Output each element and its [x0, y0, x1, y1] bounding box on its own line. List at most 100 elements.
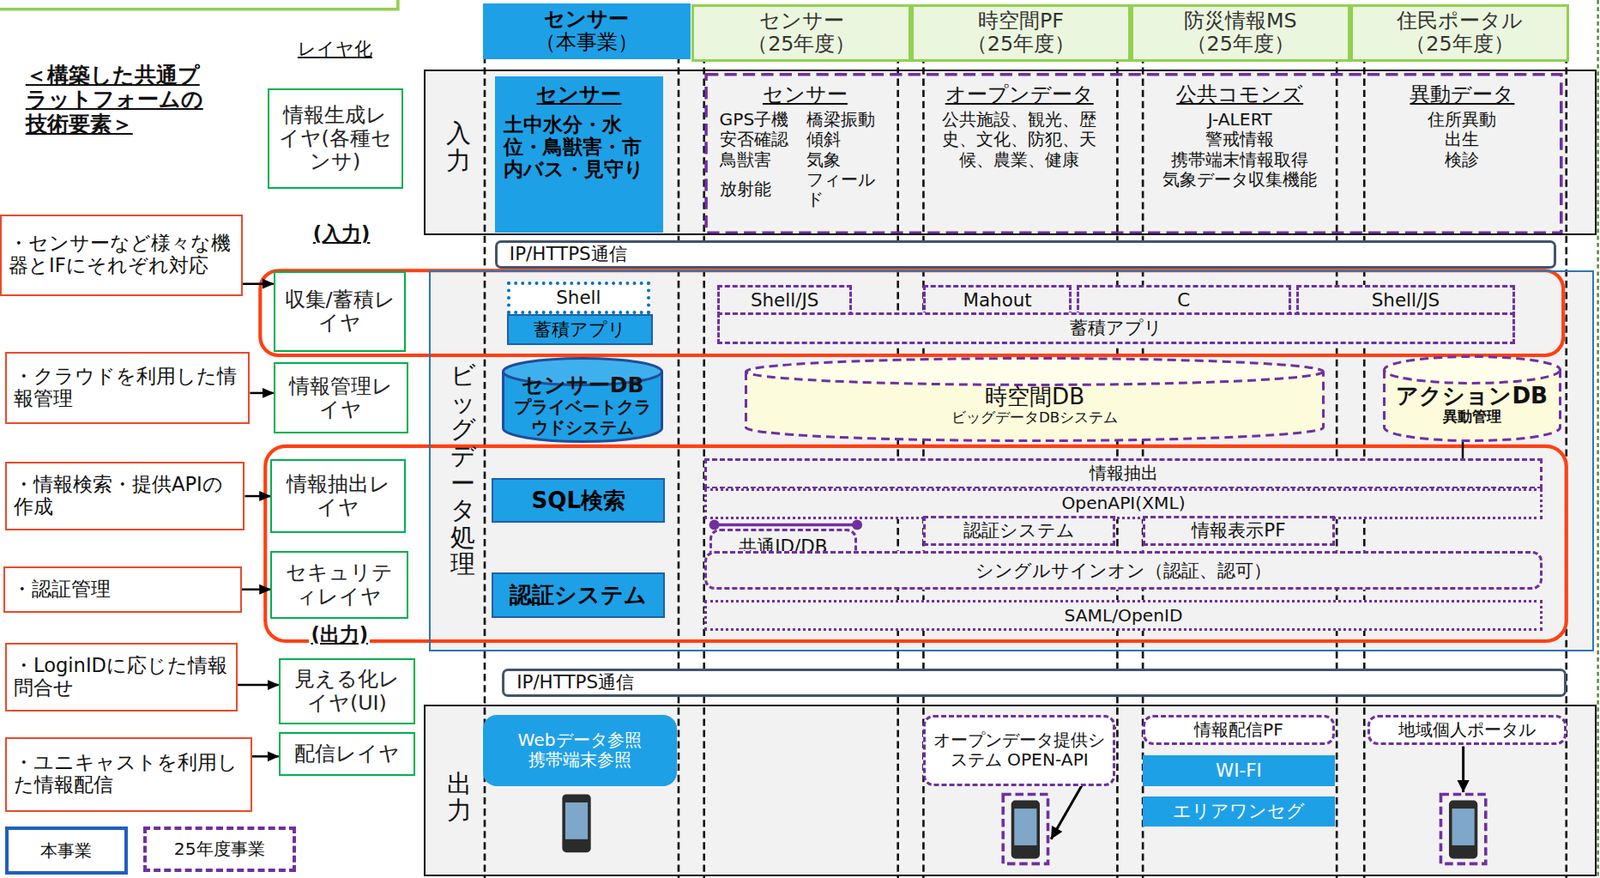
function-box: 情報表示PF — [1142, 515, 1335, 547]
protocol-bar: IP/HTTPS通信 — [501, 668, 1567, 697]
box-text: C — [1177, 289, 1190, 312]
box-text: 地域個人ポータル — [1398, 719, 1536, 740]
phone-screen — [565, 802, 588, 840]
input-group: 異動データ住所異動出生検診 — [1367, 79, 1558, 231]
callout-arrow — [237, 683, 279, 687]
output-box: エリアワンセグ — [1142, 796, 1335, 828]
layer-box: 収集/蓄積レイヤ — [273, 271, 407, 352]
link-bar — [714, 523, 858, 527]
box-text: エリアワンセグ — [1172, 800, 1305, 822]
box-subtext: 鳥獣害 — [719, 150, 772, 170]
box-text: アクションDB — [1395, 382, 1548, 409]
box-text: 見える化レイヤ(UI) — [285, 667, 409, 715]
callout-box: ・LoginIDに応じた情報問合せ — [5, 642, 238, 712]
layer-box: セキュリティレイヤ — [270, 550, 409, 619]
layer-box: 情報管理レイヤ — [273, 362, 409, 434]
protocol-bar: IP/HTTPS通信 — [495, 240, 1557, 269]
box-text: 情報配信PF — [1194, 719, 1284, 740]
layer-box: 見える化レイヤ(UI) — [278, 658, 416, 725]
box-text: シングルサインオン（認証、認可） — [975, 560, 1272, 582]
callout-arrow — [241, 588, 271, 592]
processing-band: ビッグデータ処理Shell蓄積アプリShell/JSMahoutCShell/J… — [428, 270, 1594, 652]
box-text: センサー — [762, 83, 848, 107]
box-text: OpenAPI(XML) — [1061, 493, 1185, 514]
output-box: Webデータ参照 携帯端末参照 — [483, 714, 677, 786]
box-text: 蓄積アプリ — [1069, 317, 1163, 339]
delivery-arrow — [1461, 746, 1465, 793]
phone-icon — [1011, 800, 1040, 859]
box-subtext: 放射能 — [719, 179, 772, 200]
box-subtext: プライベートクラウドシステム — [507, 397, 659, 438]
database-cylinder: アクションDB異動管理 — [1382, 355, 1562, 442]
box-subtext: 住所異動 — [1427, 109, 1497, 130]
callout-arrow — [242, 282, 274, 285]
column-header: 住民ポータル（25年度） — [1350, 4, 1570, 62]
box-subtext: フィールド — [806, 169, 891, 211]
box-text: 時空間PF — [978, 9, 1064, 33]
legend-text: 25年度事業 — [174, 839, 266, 859]
box-text: 防災情報MS — [1183, 9, 1298, 33]
box-text: 異動データ — [1409, 83, 1515, 107]
cut-panel — [0, 0, 399, 10]
callout-arrow — [249, 392, 273, 395]
output-band: 出力Webデータ参照 携帯端末参照 オープンデータ提供システム OPEN-API 情… — [423, 704, 1598, 876]
box-text: 配信レイヤ — [294, 742, 400, 766]
box-subtext: （25年度） — [747, 32, 856, 56]
layer-label: (入力) — [311, 223, 373, 246]
box-text: センサー — [536, 83, 622, 107]
database-cylinder: 時空間DBビッグデータDBシステム — [744, 356, 1325, 442]
box-text: Shell/JS — [750, 289, 819, 312]
output-box: 情報配信PF — [1142, 714, 1335, 746]
box-subtext: ビッグデータDBシステム — [951, 409, 1118, 426]
output-box: WI-FI — [1142, 754, 1335, 786]
callout-box: ・センサーなど様々な機器とIFにそれぞれ対応 — [0, 214, 243, 296]
input-group: 公共コモンズJ-ALERT警戒情報携帯端末情報取得気象データ収集機能 — [1145, 79, 1335, 231]
phone-icon — [1449, 800, 1478, 859]
cylinder-top — [746, 358, 1324, 386]
box-text: IP/HTTPS通信 — [509, 243, 628, 266]
function-box: SAML/OpenID — [704, 599, 1544, 631]
callout-box: ・認証管理 — [3, 566, 242, 613]
box-subtext: 警戒情報 — [1205, 129, 1274, 150]
callout-box: ・ユニキャストを利用した情報配信 — [5, 736, 253, 812]
box-text: Shell — [555, 287, 601, 309]
box-text: WI-FI — [1215, 760, 1262, 782]
column-header: 防災情報MS（25年度） — [1130, 4, 1351, 62]
band-label: 入力 — [446, 120, 471, 175]
box-text: 情報抽出 — [1089, 463, 1159, 484]
frame-line — [1596, 0, 1599, 878]
box-text: ・センサーなど様々な機器とIFにそれぞれ対応 — [8, 232, 235, 278]
box-text: ・認証管理 — [12, 578, 111, 601]
box-subtext: 出生 — [1444, 129, 1480, 150]
function-box: 情報抽出 — [704, 458, 1544, 490]
box-text: 認証システム — [963, 519, 1075, 542]
box-subtext: 土中水分・水位・鳥獣害・市内バス・見守り — [503, 114, 655, 182]
box-text: 収集/蓄積レイヤ — [280, 288, 400, 336]
box-text: SAML/OpenID — [1064, 605, 1184, 626]
box-text: オープンデータ提供システム OPEN-API — [930, 730, 1108, 771]
function-box: SQL検索 — [491, 477, 665, 523]
scope-outline — [706, 74, 1562, 233]
callout-box: ・クラウドを利用した情報管理 — [5, 351, 250, 423]
box-text: Mahout — [963, 289, 1033, 312]
box-text: ・情報検索・提供APIの作成 — [13, 473, 237, 519]
band-label: 出力 — [446, 770, 472, 825]
link-dot — [851, 519, 863, 530]
box-text: 認証システム — [509, 581, 647, 608]
link-line — [1461, 441, 1465, 459]
cylinder-top — [1383, 356, 1560, 383]
box-text: 情報表示PF — [1191, 519, 1286, 542]
box-subtext: 傾斜 — [806, 129, 841, 150]
box-text: 情報管理レイヤ — [280, 374, 402, 423]
box-text: SQL検索 — [531, 487, 627, 514]
box-text: 時空間DB — [984, 383, 1085, 410]
box-text: 蓄積アプリ — [533, 319, 627, 341]
sensor-box: センサー土中水分・水位・鳥獣害・市内バス・見守り — [495, 76, 664, 233]
input-group: センサーGPS子機橋梁振動安否確認傾斜鳥獣害気象放射能フィールド — [714, 79, 897, 231]
box-text: ・クラウドを利用した情報管理 — [13, 365, 242, 411]
input-group: オープンデータ公共施設、観光、歴史、文化、防犯、天候、農業、健康 — [926, 79, 1112, 231]
layer-box: 情報抽出レイヤ — [270, 458, 406, 533]
box-text: オープンデータ — [945, 83, 1094, 107]
output-box: 地域個人ポータル — [1367, 714, 1567, 746]
band-fill — [423, 704, 1598, 876]
